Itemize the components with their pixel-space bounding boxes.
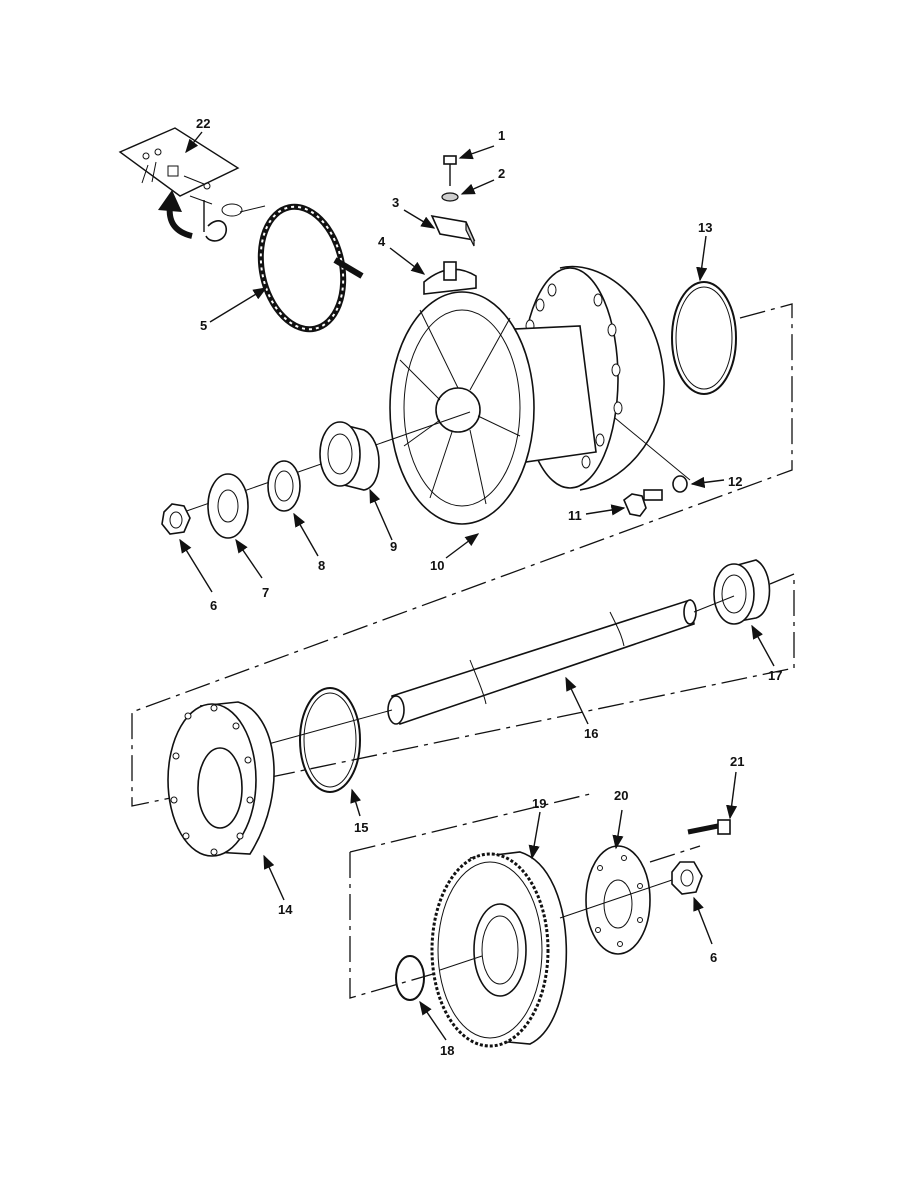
part-1-screw [443,155,457,186]
part-2-washer [441,192,459,202]
part-6-nut-upper [161,503,191,535]
callout-13: 13 [698,220,712,235]
callout-5: 5 [200,318,207,333]
callout-2: 2 [498,166,505,181]
part-13-ring [671,281,737,395]
part-20-plate [585,845,651,955]
callout-12: 12 [728,474,742,489]
callout-4: 4 [378,234,386,249]
callout-17: 17 [768,668,782,683]
callout-15: 15 [354,820,368,835]
part-3-lock-plate [430,214,476,247]
part-18-snap-ring [395,955,425,1001]
part-6-nut-lower [671,861,703,895]
part-9-bearing [319,421,380,491]
callout-20: 20 [614,788,628,803]
callout-19: 19 [532,796,546,811]
callout-18: 18 [440,1043,454,1058]
part-12-washer [672,475,688,493]
part-19-gear [430,851,568,1048]
part-8-seal [267,460,301,512]
part-16-shaft [387,598,697,726]
callout-8: 8 [318,558,325,573]
callout-6: 6 [210,598,217,613]
callout-7: 7 [262,585,269,600]
callout-10: 10 [430,558,444,573]
part-10-hub-drum [389,265,665,525]
curved-arrow-icon [158,190,193,239]
part-5-cable-loop [205,203,364,333]
callout-11: 11 [568,508,582,523]
part-17-bearing [713,559,771,625]
callout-1: 1 [498,128,505,143]
callout-21: 21 [730,754,744,769]
callout-9: 9 [390,539,397,554]
callout-6-lower: 6 [710,950,717,965]
callout-leaders [179,131,775,1041]
part-14-flange [167,701,275,857]
part-7-washer [207,473,249,539]
part-22-kit-inset [118,127,240,205]
callout-14: 14 [278,902,293,917]
part-21-bolt [687,819,731,835]
part-4-clamp [423,261,477,295]
callout-labels: 1 2 3 4 5 6 7 8 9 10 11 12 13 14 15 16 1… [196,116,782,1058]
callout-16: 16 [584,726,598,741]
part-15-ring [299,687,361,793]
callout-3: 3 [392,195,399,210]
part-11-bolt [623,489,663,517]
callout-22: 22 [196,116,210,131]
